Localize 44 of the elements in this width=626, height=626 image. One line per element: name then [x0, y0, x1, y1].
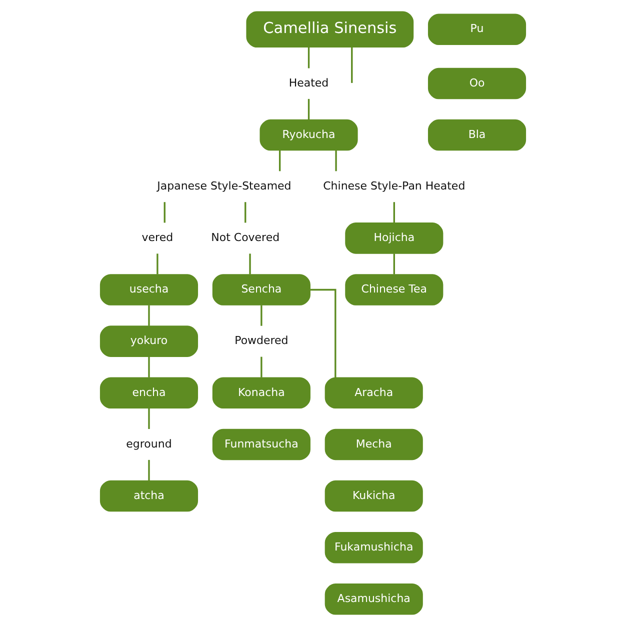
node-box: Chinese Tea — [345, 274, 444, 306]
node-box: yokuro — [100, 326, 198, 357]
node-box: Pu — [428, 14, 526, 45]
connector — [148, 305, 150, 326]
node-text: Heated — [288, 76, 329, 90]
node-text: Chinese Style-Pan Heated — [323, 179, 466, 192]
node-box: encha — [100, 377, 198, 409]
connector — [148, 356, 150, 378]
node-box: Kukicha — [324, 480, 423, 512]
node-box: Sencha — [212, 274, 310, 306]
connector — [148, 460, 150, 481]
connector — [393, 254, 395, 274]
node-text: eground — [126, 437, 172, 450]
connector — [156, 254, 158, 274]
node-box: Oo — [428, 68, 526, 100]
connector — [278, 150, 281, 172]
node-box: Camellia Sinensis — [246, 11, 414, 48]
node-text: Not Covered — [211, 231, 280, 244]
connector — [393, 202, 395, 223]
node-box: usecha — [100, 274, 198, 306]
connector — [351, 47, 353, 83]
node-box: atcha — [100, 480, 198, 512]
connector — [308, 47, 310, 68]
node-text: Powdered — [234, 334, 288, 348]
node-box: Ryokucha — [260, 119, 358, 151]
connector — [335, 150, 337, 172]
node-box: Aracha — [324, 377, 423, 409]
connector — [164, 202, 166, 223]
connector — [310, 288, 336, 378]
connector — [148, 408, 150, 429]
node-text: Japanese Style-Steamed — [157, 179, 292, 192]
node-box: Konacha — [212, 377, 310, 409]
node-box: Bla — [428, 119, 526, 151]
node-box: Asamushicha — [324, 584, 423, 615]
connector — [249, 254, 251, 274]
connector — [244, 202, 246, 223]
node-box: Funmatsucha — [212, 428, 310, 460]
node-text: vered — [142, 231, 174, 244]
connector — [260, 356, 262, 378]
connector — [308, 98, 310, 120]
node-box: Hojicha — [345, 222, 444, 254]
node-box: Fukamushicha — [324, 532, 423, 564]
node-box: Mecha — [324, 428, 423, 460]
connector — [260, 305, 262, 326]
